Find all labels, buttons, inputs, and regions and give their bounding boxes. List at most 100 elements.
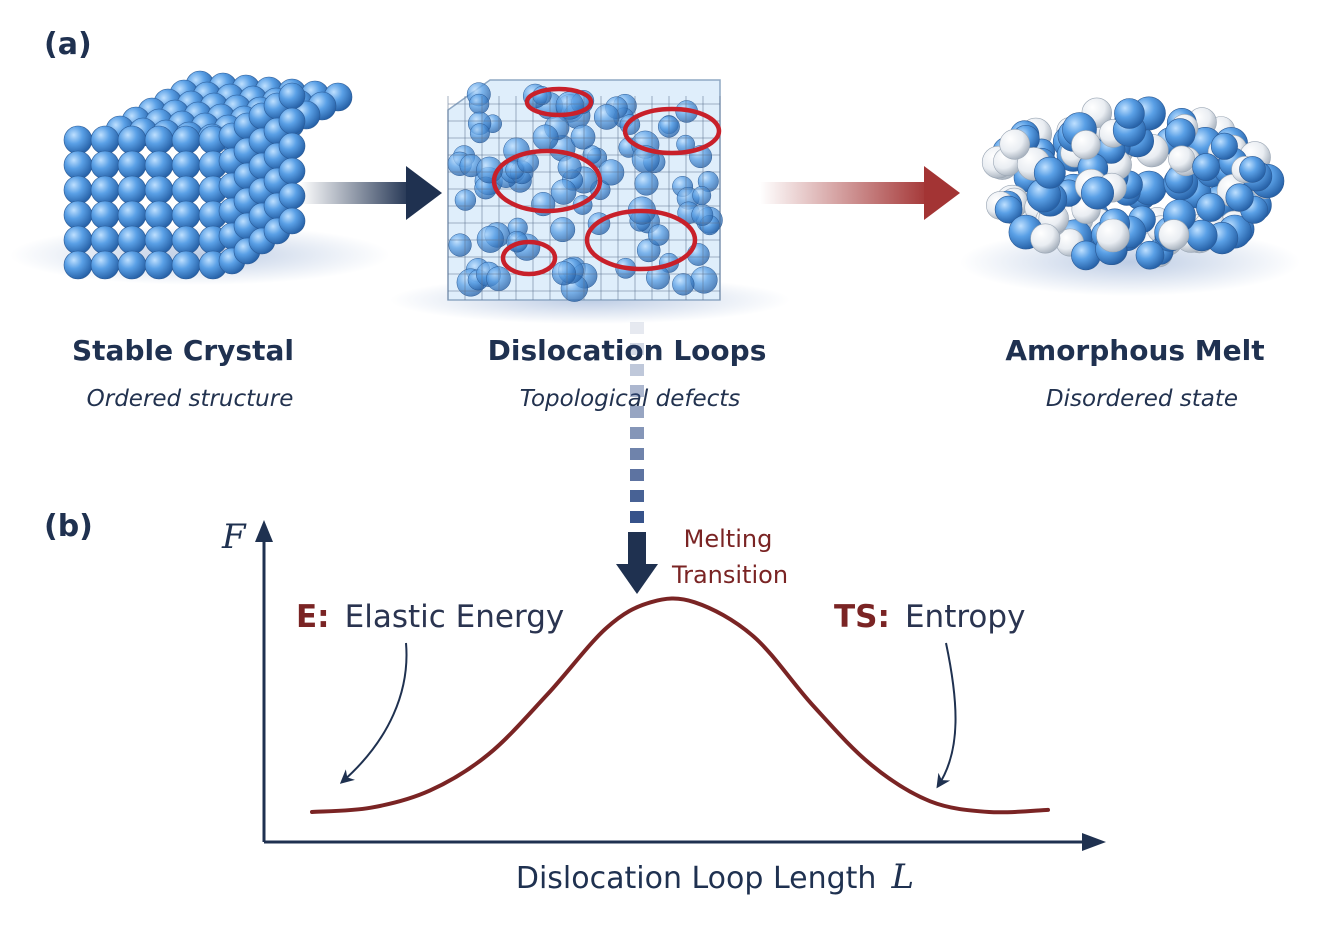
defect-sphere	[551, 261, 576, 286]
melting-label-line2: Transition	[671, 561, 788, 589]
melt-sphere	[1114, 98, 1145, 129]
defect-sphere	[550, 179, 577, 205]
melt-sphere	[1096, 218, 1130, 253]
melt-sphere	[1192, 153, 1221, 181]
crystal-sphere	[278, 107, 306, 135]
melt-sphere	[1071, 130, 1101, 160]
connector-dash	[630, 364, 644, 376]
dislocation-loop	[622, 106, 722, 156]
crystal-sphere	[90, 125, 120, 155]
crystal-sphere	[171, 250, 201, 280]
defect-sphere	[557, 155, 582, 180]
crystal-sphere	[278, 132, 306, 160]
defect-sphere	[593, 104, 620, 130]
crystal-sphere	[144, 200, 174, 230]
crystal-sphere	[117, 250, 147, 280]
amorphous-melt-illustration	[960, 96, 1300, 296]
dislocation-loops-illustration	[390, 79, 790, 324]
defect-sphere	[550, 217, 576, 243]
x-axis-label-text: Dislocation Loop Length	[516, 861, 877, 896]
connector-dash	[630, 511, 644, 523]
defect-sphere	[672, 273, 695, 296]
defect-sphere	[691, 203, 714, 226]
defect-sphere	[532, 124, 559, 151]
crystal-sphere	[90, 250, 120, 280]
stage-title-dislocation-loops: Dislocation Loops	[488, 334, 767, 367]
crystal-sphere	[144, 125, 174, 155]
elastic-key: E:	[296, 599, 330, 635]
elastic-text: Elastic Energy	[345, 599, 565, 635]
melt-sphere	[1081, 176, 1115, 210]
crystal-sphere	[144, 225, 174, 255]
entropy-annotation: TS: Entropy	[834, 599, 1025, 635]
defect-sphere	[486, 266, 511, 292]
free-energy-curve	[310, 596, 1050, 815]
defect-sphere	[648, 224, 670, 246]
dislocation-loop	[500, 239, 558, 277]
dislocation-loop	[524, 86, 594, 118]
crystal-sphere	[117, 150, 147, 180]
transition-arrow-loops-to-melt	[760, 166, 960, 220]
melting-down-arrow	[616, 532, 658, 594]
elastic-pointer-arrow	[339, 642, 408, 784]
x-axis-arrowhead	[1082, 833, 1106, 851]
elastic-energy-annotation: E: Elastic Energy	[296, 599, 564, 635]
melt-sphere	[1158, 219, 1190, 251]
dashed-connector	[630, 322, 644, 523]
connector-dash	[630, 469, 644, 481]
melt-sphere	[1033, 156, 1066, 189]
crystal-sphere	[63, 250, 93, 280]
melt-sphere	[1135, 240, 1165, 270]
crystal-sphere	[117, 200, 147, 230]
connector-dash	[630, 406, 644, 418]
crystal-sphere	[117, 125, 147, 155]
crystal-sphere	[63, 150, 93, 180]
stable-crystal-illustration	[10, 70, 390, 285]
crystal-sphere	[278, 82, 306, 110]
crystal-sphere	[90, 175, 120, 205]
melt-sphere	[1196, 192, 1226, 222]
crystal-sphere	[117, 175, 147, 205]
connector-dash	[630, 427, 644, 439]
x-axis-symbol: L	[891, 857, 915, 897]
defect-sphere	[690, 266, 718, 294]
crystal-sphere	[171, 175, 201, 205]
connector-dash	[630, 322, 644, 334]
crystal-sphere	[171, 150, 201, 180]
dislocation-loop	[491, 148, 603, 214]
connector-dash	[630, 385, 644, 397]
melt-sphere	[1225, 183, 1254, 212]
melt-sphere	[1164, 118, 1196, 149]
stage-subtitle-disordered: Disordered state	[1046, 386, 1238, 412]
crystal-sphere	[63, 200, 93, 230]
crystal-sphere	[90, 150, 120, 180]
panel-label-b: (b)	[44, 509, 93, 544]
connector-dash	[630, 343, 644, 355]
crystal-sphere	[63, 225, 93, 255]
melt-sphere	[994, 195, 1023, 224]
melt-sphere	[1168, 145, 1196, 173]
entropy-pointer-arrow	[936, 642, 957, 789]
defect-sphere	[570, 124, 596, 150]
stage-title-amorphous-melt: Amorphous Melt	[1005, 334, 1264, 367]
defect-sphere	[634, 171, 659, 196]
entropy-key: TS:	[834, 599, 890, 635]
entropy-text: Entropy	[905, 599, 1025, 635]
defect-sphere	[469, 123, 490, 144]
transition-arrow-crystal-to-loops	[300, 166, 442, 220]
connector-dash	[630, 448, 644, 460]
crystal-sphere	[63, 175, 93, 205]
defect-sphere	[476, 225, 504, 253]
crystal-sphere	[171, 200, 201, 230]
melting-label-line1: Melting	[684, 525, 773, 553]
y-axis-label: F	[221, 517, 247, 557]
stage-title-stable-crystal: Stable Crystal	[72, 334, 294, 367]
x-axis-label: Dislocation Loop Length L	[516, 857, 914, 897]
crystal-sphere	[171, 225, 201, 255]
crystal-sphere	[144, 175, 174, 205]
stage-subtitle-ordered: Ordered structure	[87, 386, 294, 412]
plot-axes	[255, 520, 1106, 851]
melt-sphere	[1239, 156, 1266, 183]
crystal-sphere	[63, 125, 93, 155]
connector-dash	[630, 490, 644, 502]
